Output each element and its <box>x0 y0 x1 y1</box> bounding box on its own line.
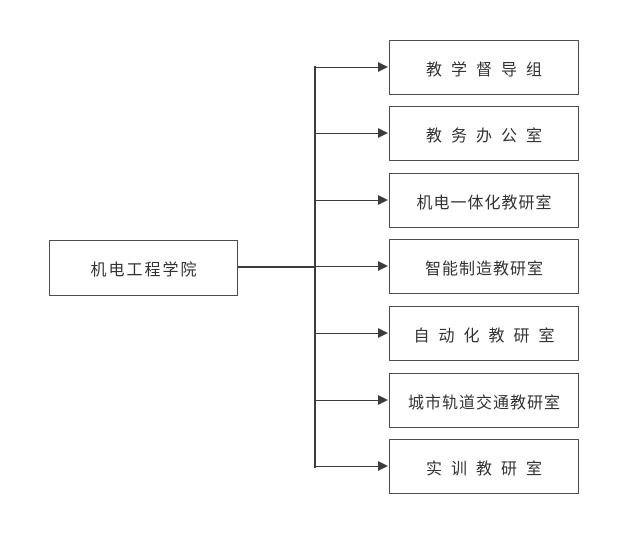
branch-line <box>315 466 379 467</box>
branch-row: 自动化教研室 <box>0 306 623 361</box>
department-node: 机电一体化教研室 <box>389 173 579 228</box>
branch-row: 教学督导组 <box>0 40 623 95</box>
arrow-right-icon <box>378 261 388 271</box>
branch-row: 机电一体化教研室 <box>0 173 623 228</box>
root-node: 机电工程学院 <box>49 240 238 296</box>
branch-row: 教务办公室 <box>0 106 623 161</box>
department-label: 教务办公室 <box>425 127 551 145</box>
department-node: 实训教研室 <box>389 439 579 494</box>
department-label: 城市轨道交通教研室 <box>407 394 561 412</box>
department-node: 自动化教研室 <box>389 306 579 361</box>
branch-line <box>315 133 379 134</box>
root-connector-line <box>238 266 316 268</box>
arrow-right-icon <box>378 128 388 138</box>
department-node: 教学督导组 <box>389 40 579 95</box>
branch-line <box>315 400 379 401</box>
trunk-line <box>314 66 316 468</box>
branch-line <box>315 266 379 267</box>
arrow-right-icon <box>378 62 388 72</box>
branch-row: 智能制造教研室 <box>0 239 623 294</box>
root-node-label: 机电工程学院 <box>90 262 199 279</box>
department-label: 机电一体化教研室 <box>416 194 553 212</box>
branch-row: 城市轨道交通教研室 <box>0 373 623 428</box>
arrow-right-icon <box>378 461 388 471</box>
department-node: 教务办公室 <box>389 106 579 161</box>
branch-line <box>315 200 379 201</box>
arrow-right-icon <box>378 395 388 405</box>
department-node: 智能制造教研室 <box>389 239 579 294</box>
department-label: 自动化教研室 <box>413 327 564 345</box>
department-node: 城市轨道交通教研室 <box>389 373 579 428</box>
branch-row: 实训教研室 <box>0 439 623 494</box>
department-label: 教学督导组 <box>425 61 551 79</box>
department-label: 实训教研室 <box>425 460 551 478</box>
arrow-right-icon <box>378 328 388 338</box>
arrow-right-icon <box>378 195 388 205</box>
branch-line <box>315 67 379 68</box>
branch-line <box>315 333 379 334</box>
department-label: 智能制造教研室 <box>424 260 544 278</box>
